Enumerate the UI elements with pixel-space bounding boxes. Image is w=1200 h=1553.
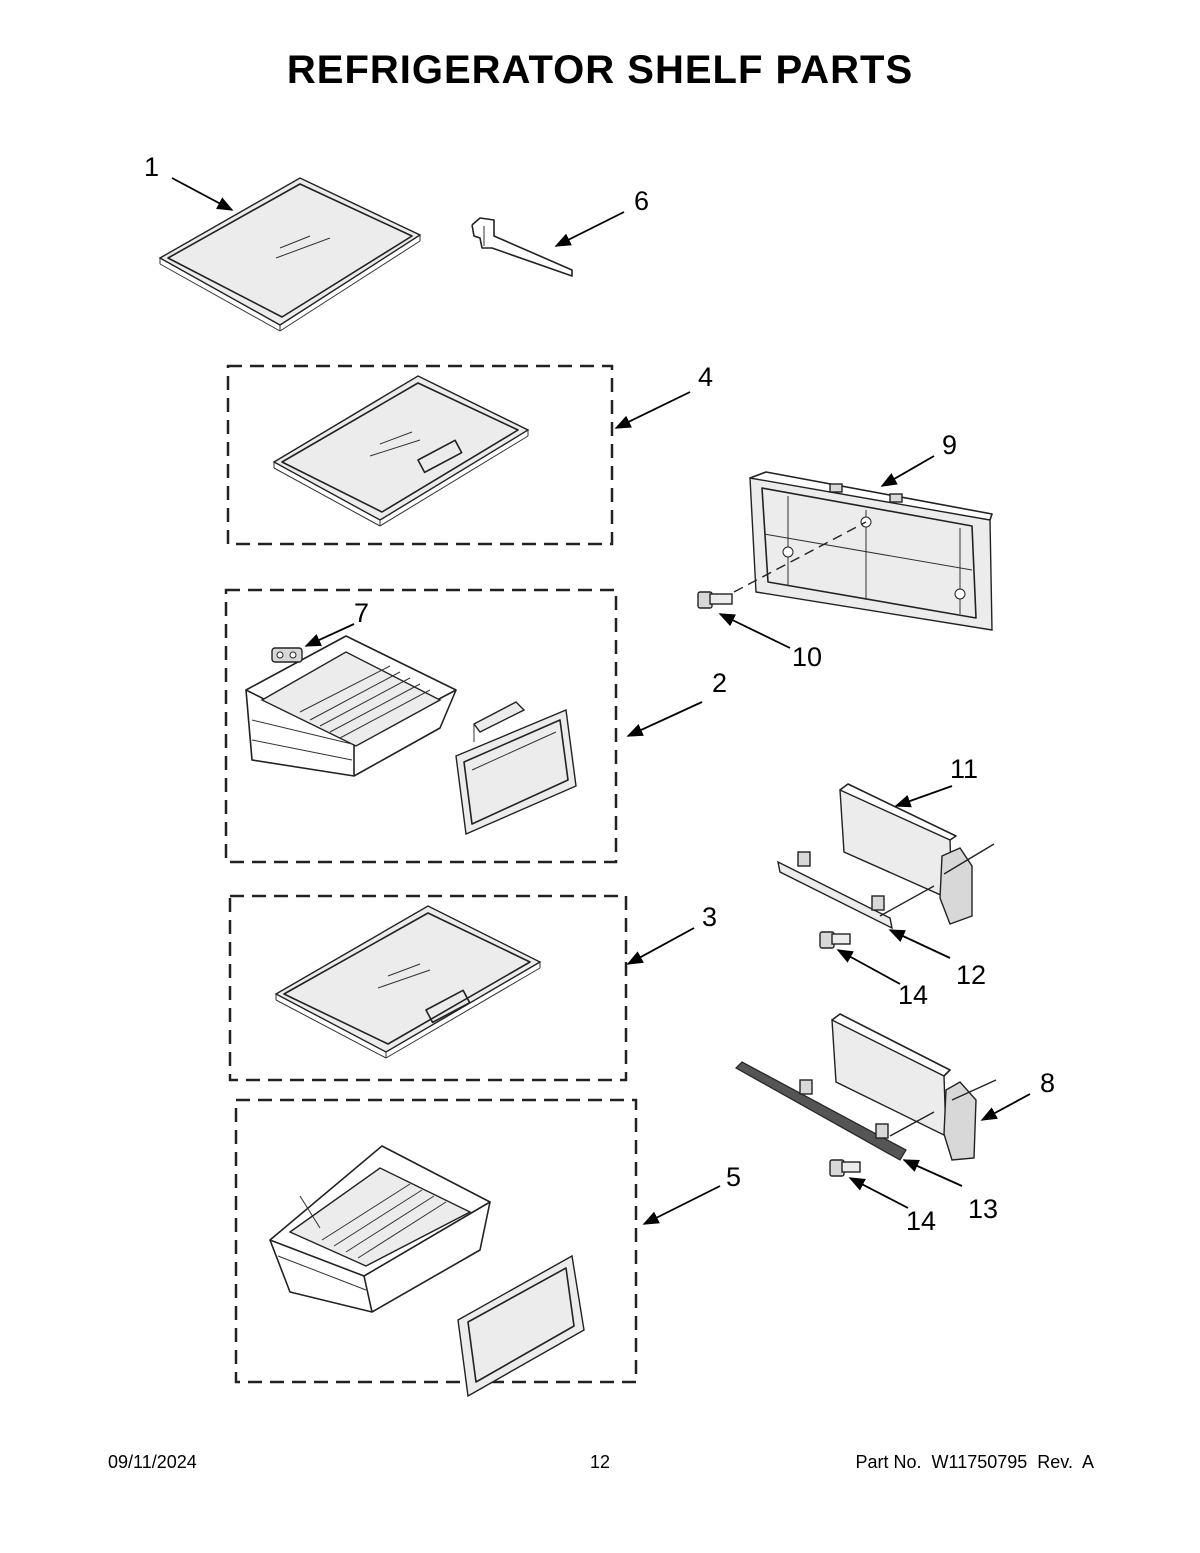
part-3-group-box (228, 894, 628, 1082)
part-3-shelf (274, 905, 542, 1059)
callout-4: 4 (698, 362, 713, 392)
callout-2: 2 (712, 668, 727, 698)
callout-10: 10 (792, 642, 822, 672)
part-11-cover (839, 783, 995, 925)
callout-7: 7 (354, 598, 369, 628)
part-1-glass-shelf (158, 177, 422, 332)
callout-13: 13 (968, 1194, 998, 1224)
callout-5: 5 (726, 1162, 741, 1192)
callout-8: 8 (1040, 1068, 1055, 1098)
callout-14-lower: 14 (906, 1206, 936, 1236)
callout-1: 1 (144, 152, 159, 182)
part-2-crisper-drawer (245, 635, 577, 836)
part-8-cover (831, 1013, 997, 1161)
part-5-group-box (234, 1098, 638, 1384)
leader-lines (171, 177, 1031, 1225)
footer-part-number: Part No. W11750795 Rev. A (855, 1452, 1094, 1472)
part-14-screw-upper (819, 931, 851, 949)
part-12-rail (777, 851, 935, 930)
callout-14-upper: 14 (898, 980, 928, 1010)
part-2-group-box (224, 588, 618, 864)
callout-9: 9 (942, 430, 957, 460)
callout-11: 11 (950, 754, 978, 784)
part-13-rail (735, 1061, 935, 1161)
callout-12: 12 (956, 960, 986, 990)
footer-page-number: 12 (589, 1452, 611, 1472)
part-14-screw-lower (829, 1159, 861, 1177)
part-5-drawer (269, 1145, 585, 1398)
footer-date: 09/11/2024 (108, 1452, 197, 1472)
callout-6: 6 (634, 186, 649, 216)
callout-3: 3 (702, 902, 717, 932)
part-10-screw (697, 591, 733, 609)
part-4-group-box (226, 364, 614, 546)
part-6-bracket (471, 217, 573, 277)
page-title: REFRIGERATOR SHELF PARTS (286, 48, 914, 92)
part-4-shelf (272, 375, 530, 527)
part-9-panel (733, 471, 993, 631)
